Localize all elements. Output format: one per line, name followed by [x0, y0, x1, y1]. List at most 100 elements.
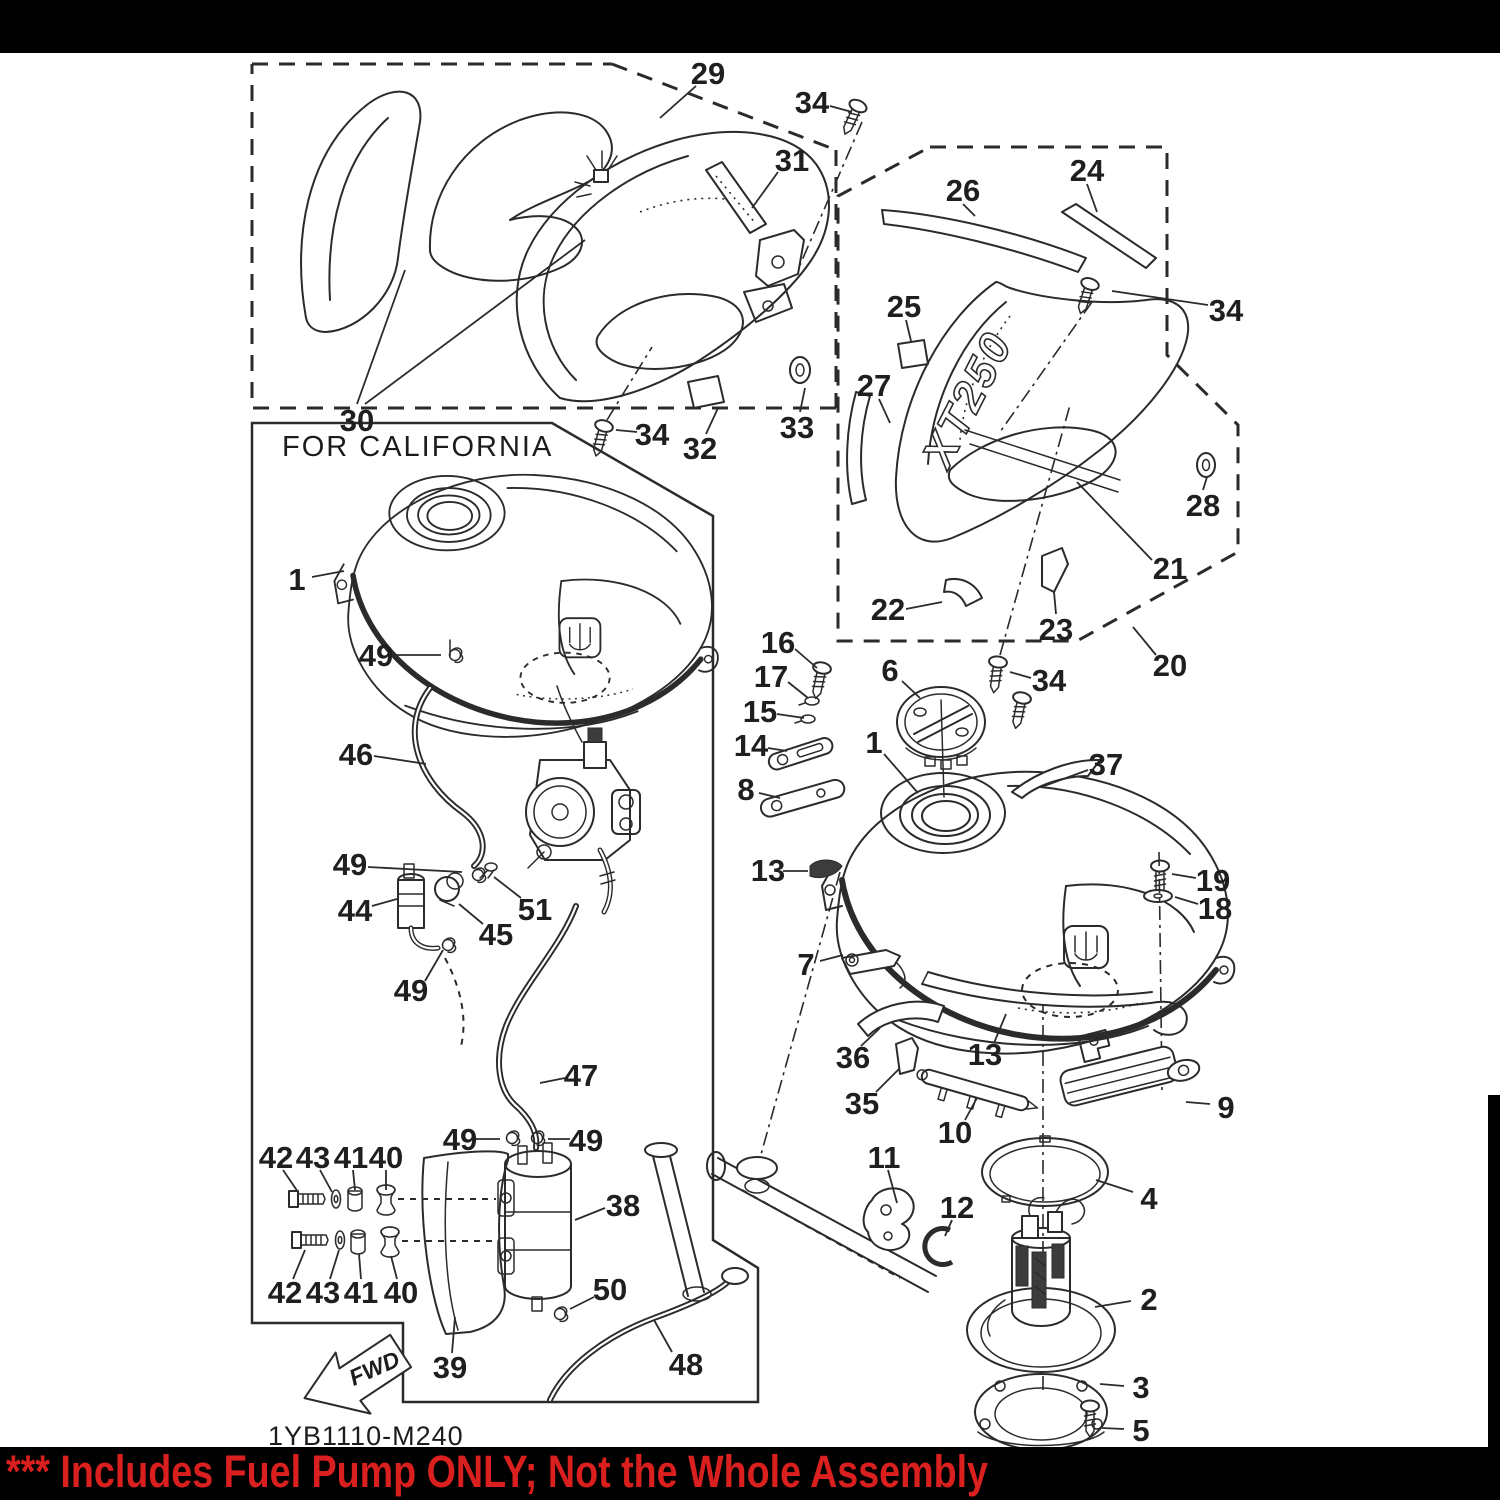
part-label-49: 49 — [394, 973, 428, 1008]
part-code: 1YB1110-M240 — [268, 1421, 464, 1451]
bracket-14 — [767, 737, 834, 771]
leader-line — [367, 866, 463, 873]
leader-line — [875, 1068, 900, 1093]
part-label-23: 23 — [1039, 612, 1073, 647]
leader-line — [751, 171, 779, 209]
part-label-49: 49 — [359, 638, 393, 673]
leader-lines — [282, 85, 1211, 1430]
leader-line — [787, 681, 809, 699]
part-label-51: 51 — [518, 892, 552, 927]
trim-strip-26 — [881, 209, 1087, 273]
part-label-17: 17 — [754, 659, 788, 694]
box-tank-cover-set-20 — [836, 145, 1240, 643]
clamp-49-icon — [448, 647, 464, 664]
leader-line — [390, 1255, 398, 1280]
leader-line — [794, 648, 818, 669]
damper-32 — [687, 375, 725, 409]
leader-line — [776, 713, 805, 719]
part-label-34: 34 — [635, 417, 670, 452]
leader-line — [1202, 476, 1208, 491]
damper-13 — [809, 859, 843, 879]
bottom-banner-bar — [0, 1447, 1500, 1500]
leader-line — [758, 792, 781, 799]
part-label-44: 44 — [338, 893, 373, 928]
leader-line — [1076, 481, 1153, 561]
part-label-1: 1 — [865, 725, 882, 760]
leader-line — [458, 903, 484, 925]
part-label-49: 49 — [569, 1123, 603, 1158]
part-label-32: 32 — [683, 431, 717, 466]
pin-17 — [798, 696, 820, 706]
part-label-14: 14 — [734, 728, 769, 763]
screw-34-icon — [983, 654, 1009, 695]
part-label-40: 40 — [384, 1275, 418, 1310]
top-letterbox-bar — [0, 0, 1500, 53]
part-label-4: 4 — [1140, 1181, 1158, 1216]
part-label-16: 16 — [761, 625, 795, 660]
part-label-9: 9 — [1217, 1090, 1234, 1125]
leader-line — [1043, 769, 1089, 787]
leader-line — [905, 319, 912, 342]
part-label-28: 28 — [1186, 488, 1220, 523]
part-label-8: 8 — [737, 772, 754, 807]
leader-line — [964, 1097, 978, 1121]
trim-strip-27 — [846, 391, 871, 505]
leader-line — [615, 429, 638, 433]
leader-line — [1099, 1383, 1125, 1387]
part-label-49: 49 — [333, 847, 367, 882]
part-label-37: 37 — [1089, 747, 1123, 782]
fuel-pump-stack — [966, 1005, 1116, 1451]
steering-frame — [644, 1142, 954, 1302]
bracket-22 — [943, 578, 983, 607]
part-label-39: 39 — [433, 1350, 467, 1385]
part-label-13: 13 — [751, 853, 785, 888]
trim-strip-24 — [1061, 203, 1157, 269]
screw-16-icon — [805, 659, 833, 702]
part-label-34: 34 — [1209, 293, 1244, 328]
part-label-27: 27 — [857, 368, 891, 403]
box-tank-cover-set-29 — [250, 62, 838, 410]
leader-line — [364, 239, 586, 405]
part-label-41: 41 — [334, 1140, 368, 1175]
part-label-42: 42 — [259, 1140, 293, 1175]
part-label-50: 50 — [593, 1272, 627, 1307]
bracket-39 — [421, 1150, 515, 1335]
leader-line — [373, 755, 427, 765]
part-label-47: 47 — [564, 1058, 598, 1093]
leader-line — [1095, 1179, 1134, 1193]
fuel-rail-10 — [916, 1068, 1039, 1119]
part-label-11: 11 — [868, 1140, 901, 1175]
holder-45 — [434, 872, 464, 907]
tank-cover-graphic-29 — [300, 90, 870, 460]
cover-logo-text: XT250 — [912, 323, 1023, 477]
damper-35 — [895, 1037, 919, 1075]
grommet-28 — [1196, 452, 1216, 478]
part-label-43: 43 — [296, 1140, 330, 1175]
part-label-34: 34 — [1032, 663, 1067, 698]
part-label-49: 49 — [443, 1122, 477, 1157]
leader-line — [1094, 1300, 1132, 1308]
leader-line — [1171, 873, 1197, 879]
part-label-12: 12 — [940, 1190, 974, 1225]
leader-line — [944, 1219, 953, 1237]
part-label-40: 40 — [369, 1140, 403, 1175]
part-label-7: 7 — [797, 947, 814, 982]
leader-line — [319, 1169, 333, 1193]
screw-34-icon — [835, 96, 870, 139]
part-label-29: 29 — [691, 56, 725, 91]
part-label-5: 5 — [1132, 1413, 1149, 1448]
part-label-20: 20 — [1153, 648, 1187, 683]
screw-34-icon — [586, 417, 616, 460]
leader-line — [493, 876, 522, 899]
hose-46 — [411, 685, 486, 869]
leader-line — [1132, 626, 1157, 656]
damper-36 — [857, 1000, 945, 1037]
leader-line — [358, 1253, 362, 1280]
trim-37 — [1011, 758, 1101, 799]
part-label-13: 13 — [968, 1037, 1002, 1072]
leader-line — [1174, 896, 1199, 905]
leader-line — [1086, 183, 1098, 213]
leader-line — [659, 85, 697, 119]
circlip-12 — [922, 1226, 954, 1267]
leader-line — [356, 269, 406, 405]
